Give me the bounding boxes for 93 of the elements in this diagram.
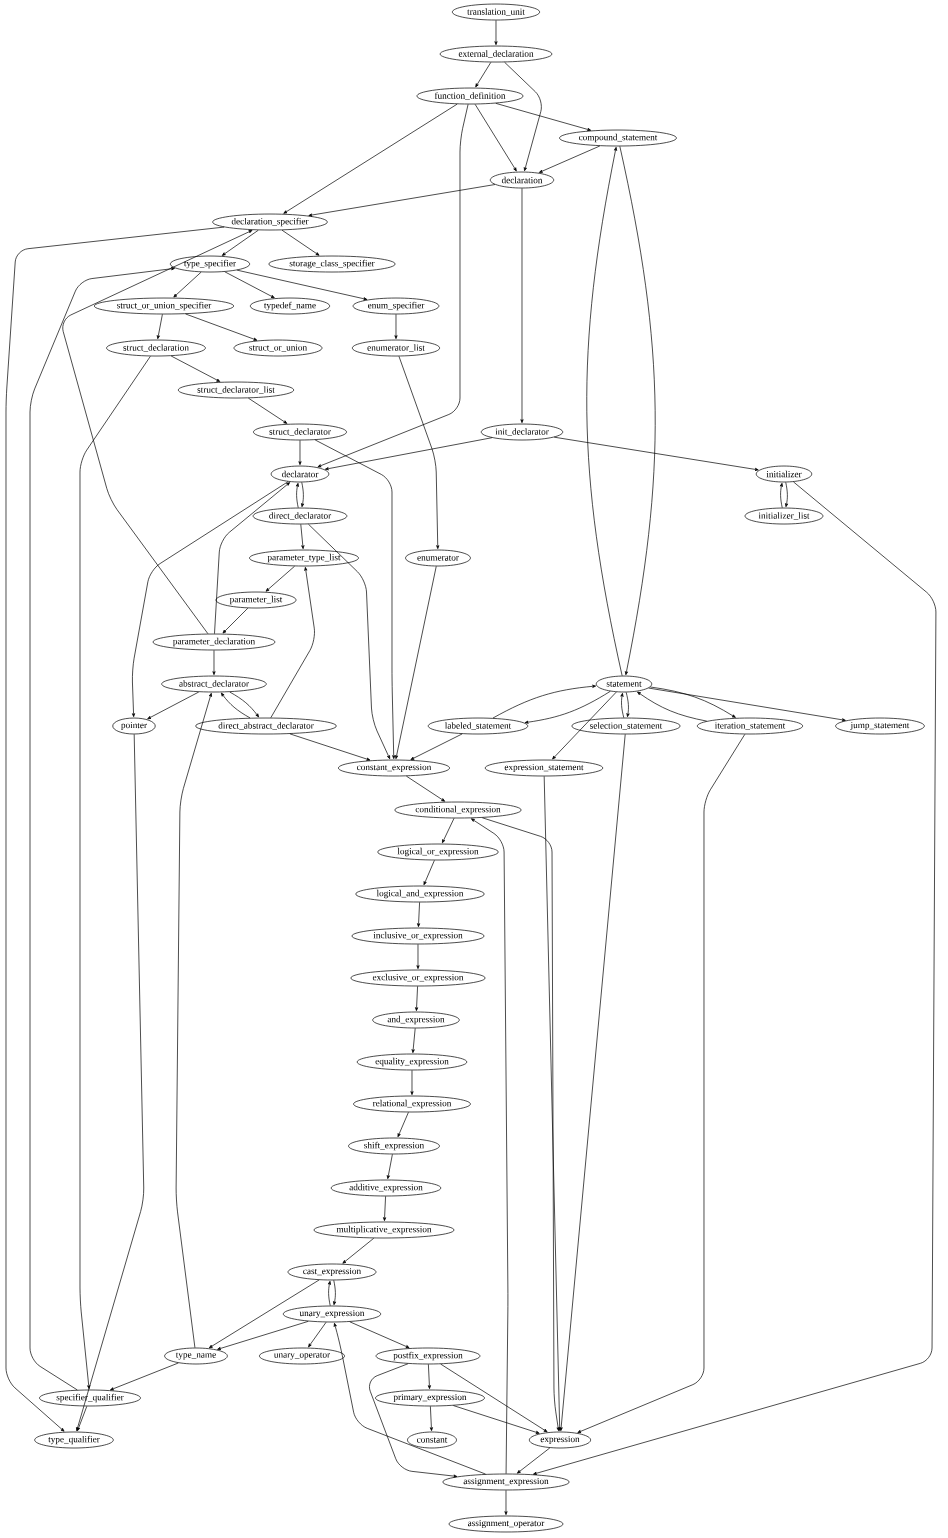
arrow	[411, 1028, 416, 1054]
arrow	[533, 481, 937, 1475]
arrow	[504, 61, 542, 172]
arrow	[492, 684, 596, 719]
arrow	[173, 271, 202, 298]
arrow	[77, 1406, 88, 1432]
arrow	[333, 1322, 486, 1475]
arrow	[314, 439, 396, 760]
arrow	[369, 1363, 458, 1478]
arrow	[79, 355, 151, 1390]
arrow	[494, 20, 498, 46]
arrow	[248, 397, 288, 424]
arrow	[453, 1405, 540, 1434]
arrow	[520, 188, 524, 424]
arrow	[185, 313, 258, 341]
arrow	[342, 1237, 375, 1264]
arrow	[214, 482, 291, 634]
arrow	[221, 229, 259, 256]
arrow	[471, 818, 509, 1474]
arrow	[270, 567, 315, 719]
arrow	[110, 1362, 179, 1391]
arrow	[442, 818, 455, 844]
arrow	[410, 733, 463, 760]
arrow	[475, 62, 492, 88]
arrow	[504, 1490, 508, 1515]
arrow	[586, 147, 623, 677]
arrow	[333, 1280, 337, 1306]
arrow	[62, 230, 253, 635]
arrow	[29, 267, 175, 1391]
arrow	[324, 437, 493, 471]
arrow	[785, 482, 789, 508]
arrow	[538, 145, 601, 173]
arrow	[495, 103, 592, 131]
arrow	[220, 692, 251, 719]
arrow	[301, 482, 305, 508]
arrow	[395, 566, 437, 760]
arrow	[423, 860, 435, 886]
arrow	[212, 650, 216, 676]
arrow	[625, 692, 630, 718]
arrow	[349, 1321, 410, 1349]
arrow	[308, 523, 391, 760]
arrow	[170, 355, 221, 382]
arrow	[317, 104, 469, 468]
arrow	[175, 692, 212, 1348]
arrow	[217, 1320, 309, 1350]
arrow	[417, 902, 421, 928]
arrow	[440, 1363, 548, 1433]
arrow	[132, 481, 289, 718]
arrow	[649, 686, 736, 718]
arrow	[398, 356, 440, 550]
arrow	[229, 691, 259, 718]
arrow	[416, 944, 420, 970]
arrow	[559, 734, 626, 1432]
arrow	[410, 1070, 414, 1096]
arrow	[147, 691, 200, 720]
arrow	[289, 733, 371, 761]
arrow	[265, 565, 295, 592]
arrow	[300, 524, 305, 550]
arrow	[283, 103, 458, 214]
arrow	[429, 1406, 433, 1432]
arrow	[308, 184, 496, 217]
arrow	[394, 314, 398, 340]
arrow	[427, 1364, 431, 1390]
arrow	[327, 1280, 331, 1306]
arrow	[281, 229, 320, 256]
arrow	[577, 733, 746, 1433]
arrow	[474, 104, 517, 172]
arrow	[481, 817, 560, 1432]
arrow	[383, 1196, 387, 1222]
arrow	[224, 271, 275, 299]
arrow	[415, 986, 419, 1012]
arrow	[308, 1321, 327, 1348]
arrow	[295, 482, 299, 509]
arrow	[397, 1112, 409, 1138]
arrow	[637, 691, 708, 722]
arrow	[5, 226, 225, 1432]
arrow	[517, 1447, 551, 1474]
arrow	[779, 482, 783, 509]
arrow	[156, 314, 163, 340]
arrow	[298, 440, 302, 466]
arrow	[552, 691, 617, 760]
arrow	[208, 1279, 320, 1349]
arrow	[543, 776, 562, 1431]
arrow	[648, 687, 846, 722]
arrow	[553, 436, 759, 471]
arrow	[222, 607, 249, 634]
arrow	[386, 1154, 393, 1180]
arrow	[76, 734, 145, 1432]
arrow	[524, 690, 611, 724]
arrow	[619, 146, 656, 676]
arrow	[236, 269, 368, 301]
arrow	[620, 692, 625, 718]
arrow	[406, 775, 446, 802]
